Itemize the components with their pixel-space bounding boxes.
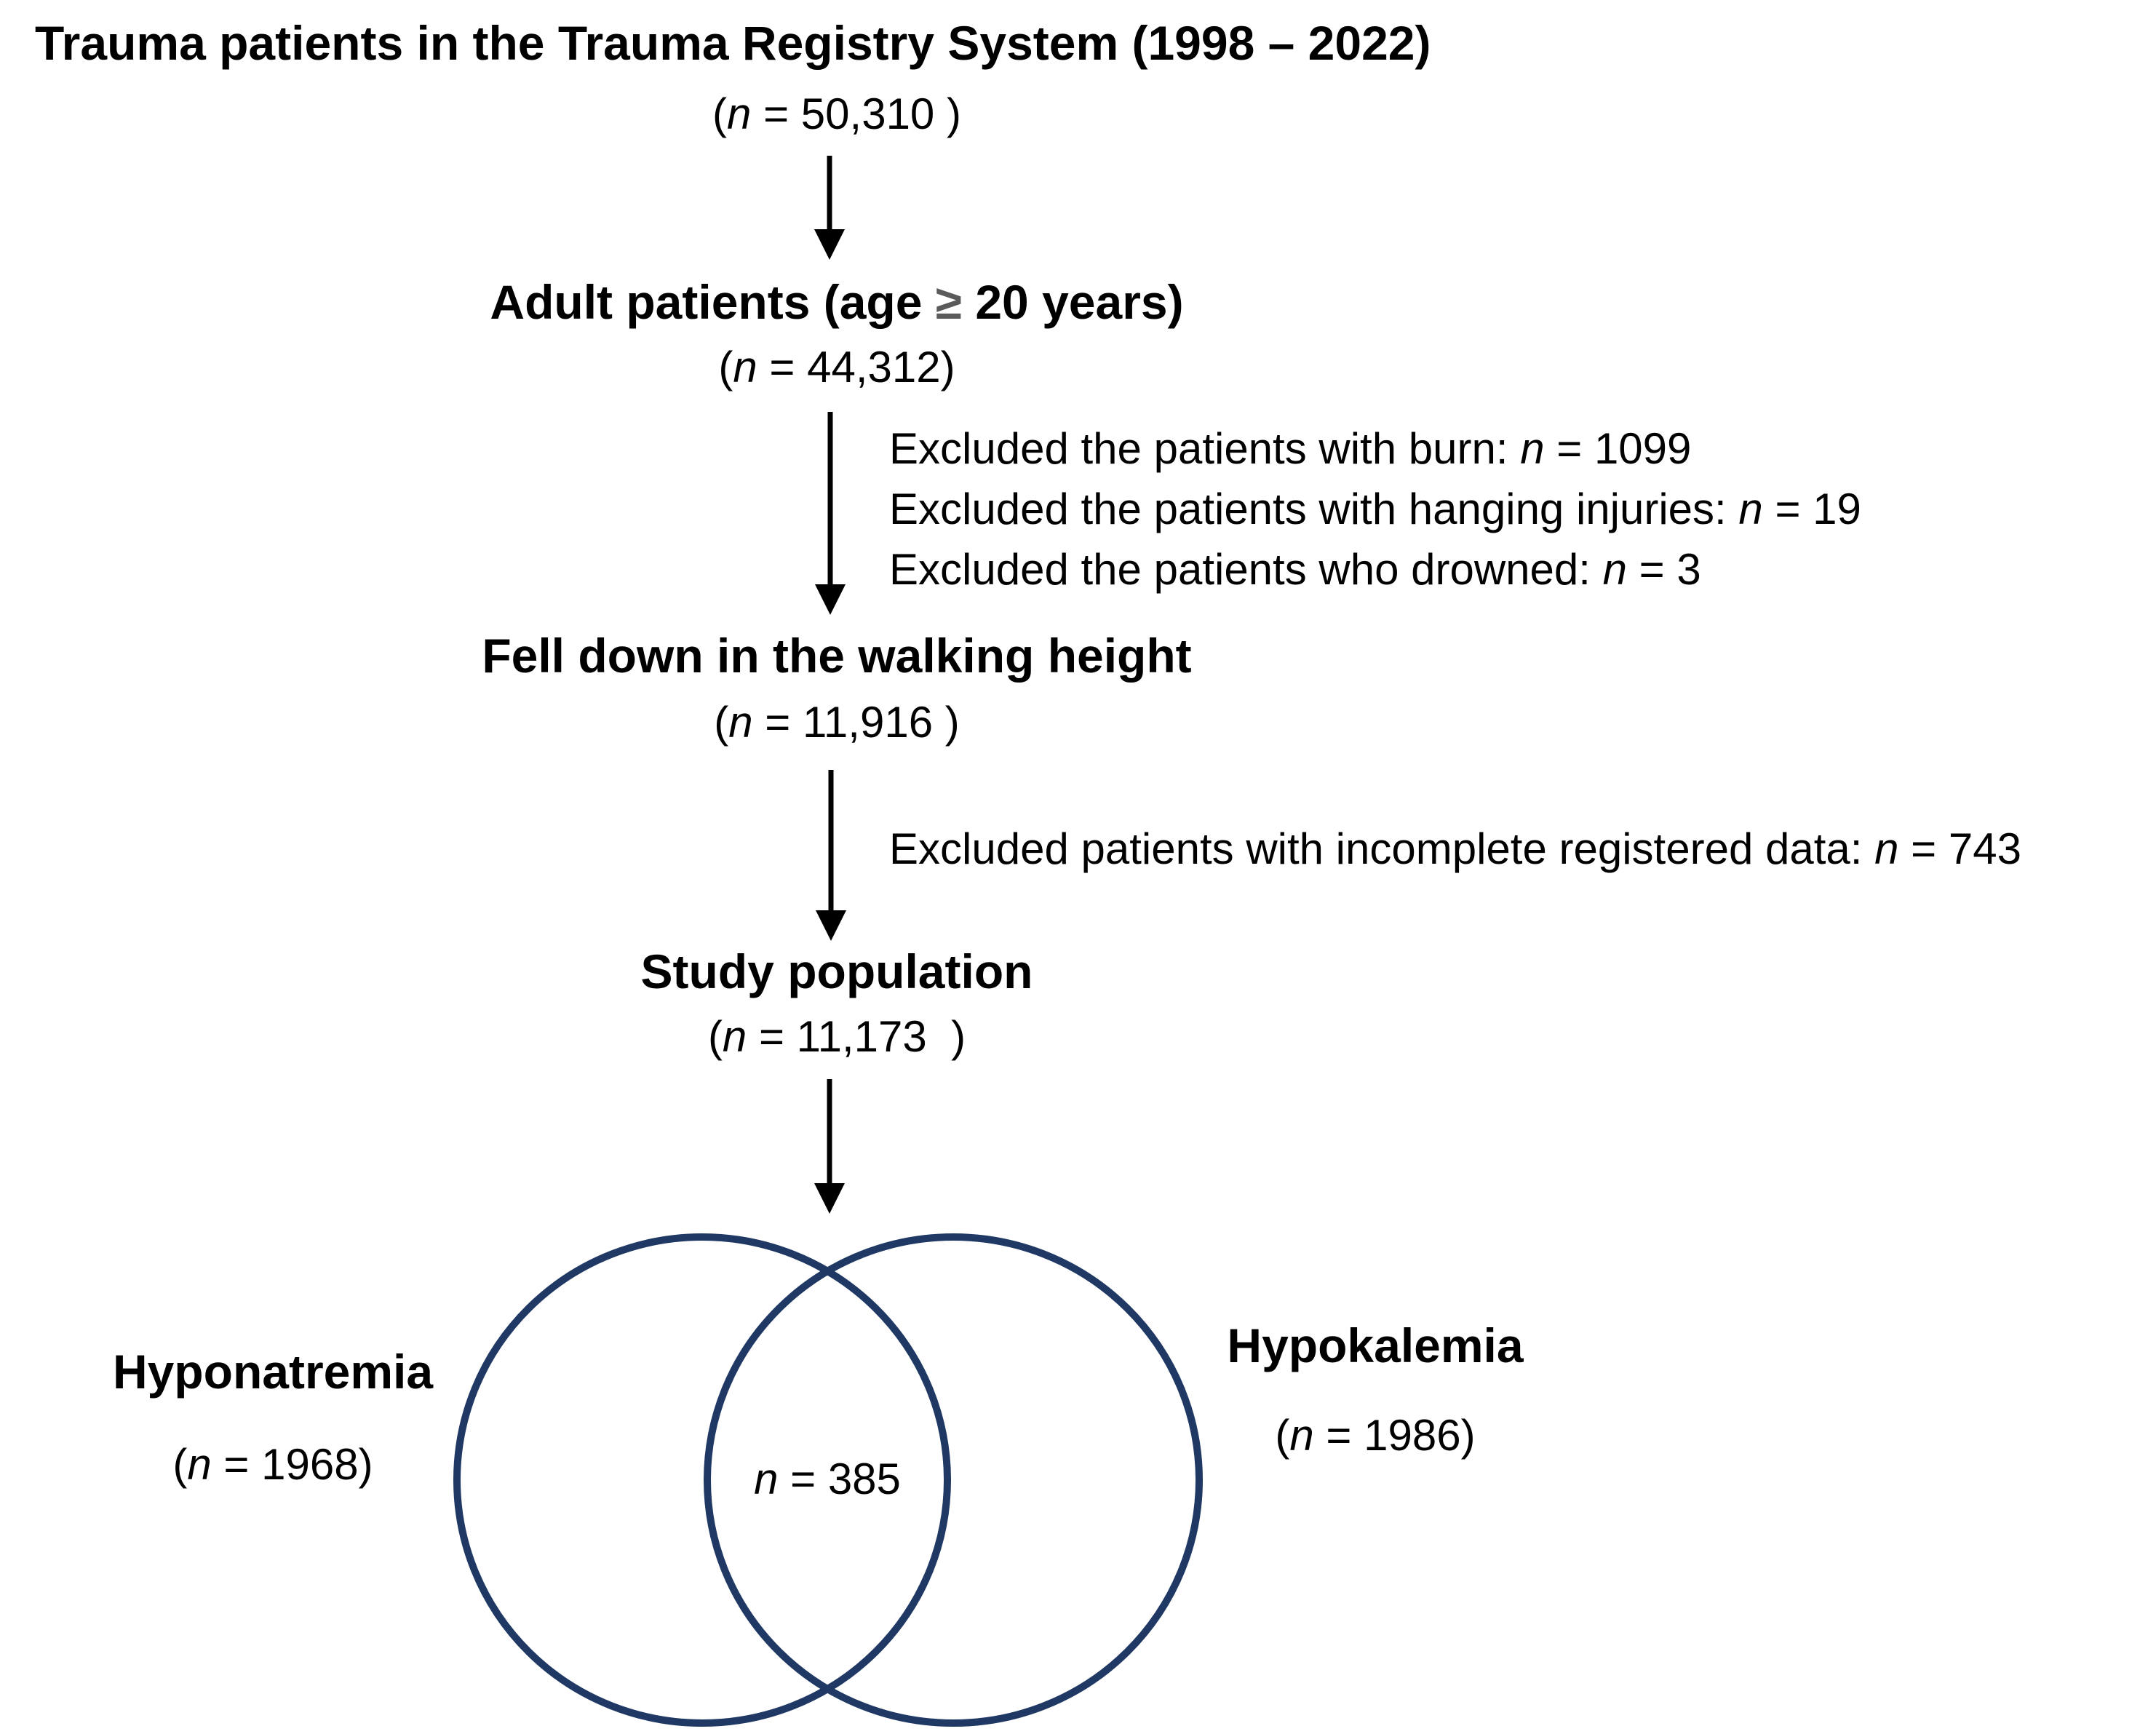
venn-right-label: Hypokalemia bbox=[1227, 1319, 1524, 1372]
n-variable: n bbox=[1289, 1411, 1314, 1460]
n-variable: n bbox=[187, 1440, 212, 1489]
n-variable: n bbox=[733, 343, 757, 391]
count-text: = 1986) bbox=[1313, 1411, 1476, 1460]
flow-arrow-3-head bbox=[816, 910, 846, 941]
exclusion-text: Excluded patients with incomplete regist… bbox=[889, 824, 1875, 873]
venn-left-circle bbox=[453, 1233, 951, 1727]
n-variable: n bbox=[1874, 824, 1899, 873]
count-text: ( bbox=[718, 343, 733, 391]
greater-equal-symbol: ≥ bbox=[935, 275, 963, 329]
exclusion-incomplete-data: Excluded patients with incomplete regist… bbox=[889, 824, 2021, 874]
exclusion-text: = 3 bbox=[1627, 545, 1701, 594]
count-text: = 11,916 ) bbox=[752, 698, 960, 747]
count-text: = 44,312) bbox=[757, 343, 955, 391]
step-text: Adult patients (age bbox=[490, 275, 936, 329]
step-text: 20 years) bbox=[962, 275, 1184, 329]
exclusion-hanging: Excluded the patients with hanging injur… bbox=[889, 484, 1861, 534]
count-text: ( bbox=[707, 1012, 723, 1061]
venn-left-label: Hyponatremia bbox=[112, 1345, 434, 1399]
count-text: = 50,310 ) bbox=[751, 90, 961, 138]
count-trauma-registry: (n = 50,310 ) bbox=[0, 89, 1674, 139]
n-variable: n bbox=[1520, 424, 1545, 473]
step-title-adult-patients: Adult patients (age ≥ 20 years) bbox=[0, 275, 1674, 330]
venn-right-circle bbox=[704, 1233, 1203, 1727]
count-text: ( bbox=[172, 1440, 188, 1489]
venn-right-count: (n = 1986) bbox=[1153, 1410, 1597, 1460]
exclusion-text: = 1099 bbox=[1544, 424, 1692, 473]
step-title-trauma-registry: Trauma patients in the Trauma Registry S… bbox=[35, 16, 1431, 70]
exclusion-text: Excluded the patients with hanging injur… bbox=[889, 485, 1739, 533]
n-variable: n bbox=[754, 1455, 779, 1503]
count-text: = 1968) bbox=[211, 1440, 373, 1489]
exclusion-text: = 19 bbox=[1762, 485, 1861, 533]
count-text: ( bbox=[712, 90, 728, 138]
count-study-population: (n = 11,173 ) bbox=[0, 1011, 1674, 1062]
step-title-fell-down: Fell down in the walking height bbox=[482, 629, 1192, 683]
flow-arrow-1-head bbox=[814, 229, 845, 260]
flow-arrow-4-head bbox=[814, 1183, 845, 1214]
count-text: ( bbox=[1275, 1411, 1290, 1460]
exclusion-text: Excluded the patients who drowned: bbox=[889, 545, 1603, 594]
venn-left-count: (n = 1968) bbox=[51, 1439, 495, 1490]
n-variable: n bbox=[1738, 485, 1763, 533]
count-fell-down: (n = 11,916 ) bbox=[0, 697, 1674, 747]
exclusion-burn: Excluded the patients with burn: n = 109… bbox=[889, 423, 1691, 474]
n-variable: n bbox=[1602, 545, 1627, 594]
count-text: = 11,173 ) bbox=[747, 1012, 966, 1061]
n-variable: n bbox=[727, 90, 752, 138]
n-variable: n bbox=[722, 1012, 747, 1061]
venn-overlap-count: n = 385 bbox=[682, 1454, 973, 1504]
flow-arrow-2-head bbox=[815, 584, 846, 615]
exclusion-text: = 743 bbox=[1898, 824, 2021, 873]
exclusion-drowned: Excluded the patients who drowned: n = 3 bbox=[889, 544, 1701, 594]
step-title-study-population: Study population bbox=[640, 944, 1033, 998]
count-adult-patients: (n = 44,312) bbox=[0, 342, 1674, 392]
exclusion-text: Excluded the patients with burn: bbox=[889, 424, 1521, 473]
count-text: ( bbox=[714, 698, 729, 747]
n-variable: n bbox=[728, 698, 753, 747]
count-text: = 385 bbox=[778, 1455, 901, 1503]
